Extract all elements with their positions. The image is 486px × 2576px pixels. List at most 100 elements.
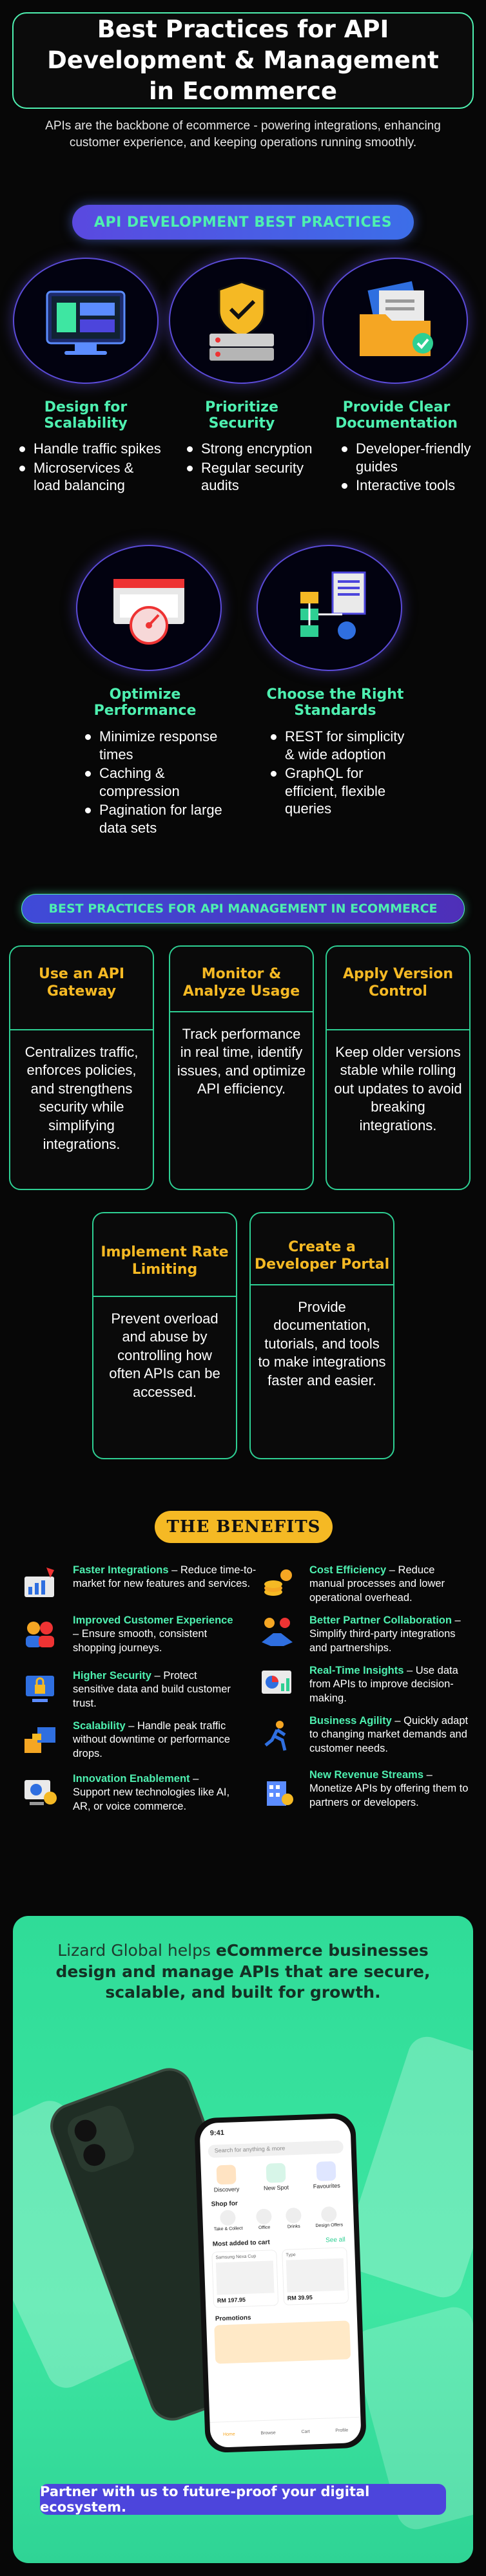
dev-item-bullets: Handle traffic spikes Microservices & lo… xyxy=(18,440,161,496)
phone-chip[interactable]: Design Offers xyxy=(315,2206,343,2228)
standards-flow-icon xyxy=(257,545,402,671)
phone-nav-item[interactable]: Cart xyxy=(301,2429,310,2435)
card-divider xyxy=(327,1028,469,1030)
benefit-text: – Support new technologies like AI, AR, … xyxy=(73,1773,230,1812)
mgmt-card-body: Centralizes traffic, enforces policies, … xyxy=(24,1043,139,1152)
bullet: GraphQL for efficient, flexible queries xyxy=(269,764,418,818)
agile-runner-icon xyxy=(264,1721,287,1751)
coins-icon xyxy=(264,1569,292,1596)
promo-panel: Lizard Global helps eCommerce businesses… xyxy=(13,1916,473,2563)
benefit-text: – Monetize APIs by offering them to part… xyxy=(309,1769,469,1808)
benefit-item: Scalability – Handle peak traffic withou… xyxy=(73,1719,234,1761)
phone-nav-item[interactable]: Browse xyxy=(260,2430,276,2436)
bullet: REST for simplicity & wide adoption xyxy=(269,728,418,763)
phone-category[interactable]: Discovery xyxy=(213,2164,239,2193)
analytics-icon xyxy=(262,1671,291,1694)
phone-front: 9:41 Search for anything & more Discover… xyxy=(194,2112,367,2454)
card-divider xyxy=(251,1283,393,1285)
mgmt-card-title: Use an API Gateway xyxy=(38,966,125,999)
page-title: Best Practices for API Development & Man… xyxy=(47,15,439,106)
phone-product[interactable]: Samsung Nexa Cup RM 197.95 xyxy=(211,2249,279,2308)
mgmt-section-heading: BEST PRACTICES FOR API MANAGEMENT IN ECO… xyxy=(21,894,465,923)
phone-chip[interactable]: Office xyxy=(256,2208,272,2230)
title-banner: Best Practices for API Development & Man… xyxy=(12,12,474,109)
bullet: Regular security audits xyxy=(186,459,321,495)
dev-item-title: Provide Clear Documentation xyxy=(335,399,458,432)
phone-chip[interactable]: Take & Collect xyxy=(213,2210,243,2232)
benefit-title: Higher Security xyxy=(73,1670,151,1681)
folder-docs-icon xyxy=(322,258,468,384)
revenue-building-icon xyxy=(267,1781,293,1806)
mgmt-card-title: Monitor & Analyze Usage xyxy=(182,966,300,999)
benefit-title: Cost Efficiency xyxy=(309,1564,387,1576)
benefits-heading: THE BENEFITS xyxy=(155,1511,333,1543)
cta-label: Partner with us to future-proof your dig… xyxy=(40,2484,370,2515)
handshake-icon xyxy=(262,1618,293,1646)
benefit-text: – Ensure smooth, consistent shopping jou… xyxy=(73,1628,208,1654)
bullet: Minimize response times xyxy=(84,728,235,763)
mgmt-card-body: Track performance in real time, identify… xyxy=(177,1025,306,1097)
phone-nav-item[interactable]: Home xyxy=(222,2432,235,2438)
benefit-item: New Revenue Streams – Monetize APIs by o… xyxy=(309,1768,471,1810)
dev-heading-label: API DEVELOPMENT BEST PRACTICES xyxy=(93,214,393,231)
scale-blocks-icon xyxy=(24,1727,55,1753)
benefit-title: Scalability xyxy=(73,1720,126,1732)
mgmt-card: Apply Version Control Keep older version… xyxy=(326,945,471,1190)
dev-item-title: Prioritize Security xyxy=(205,399,278,432)
shield-server-icon xyxy=(169,258,315,384)
phone-product[interactable]: Type RM 39.95 xyxy=(282,2247,349,2306)
mgmt-card-body: Keep older versions stable while rolling… xyxy=(334,1043,462,1134)
mgmt-card: Monitor & Analyze Usage Track performanc… xyxy=(169,945,314,1190)
benefit-title: Innovation Enablement xyxy=(73,1773,190,1785)
benefit-title: Faster Integrations xyxy=(73,1564,169,1576)
promo-lead-plain: Lizard Global helps xyxy=(57,1941,216,1960)
monitor-scale-icon xyxy=(13,258,159,384)
promo-lead-bold: eCommerce businesses design and manage A… xyxy=(55,1941,431,2002)
dev-item-title: Optimize Performance xyxy=(93,687,197,719)
benefit-text: – Quickly adapt to changing market deman… xyxy=(309,1715,469,1754)
bullet: Pagination for large data sets xyxy=(84,801,235,837)
benefit-item: Higher Security – Protect sensitive data… xyxy=(73,1669,234,1710)
dev-item-title: Design for Scalability xyxy=(44,399,128,432)
rocket-chart-icon xyxy=(24,1567,54,1597)
benefit-item: Real-Time Insights – Use data from APIs … xyxy=(309,1664,471,1705)
dev-item-bullets: REST for simplicity & wide adoption Grap… xyxy=(269,728,418,819)
bullet: Handle traffic spikes xyxy=(18,440,161,458)
benefit-item: Innovation Enablement – Support new tech… xyxy=(73,1772,234,1814)
benefit-item: Cost Efficiency – Reduce manual processe… xyxy=(309,1564,471,1605)
phone-nav-item[interactable]: Profile xyxy=(335,2428,349,2434)
mgmt-card: Create a Developer Portal Provide docume… xyxy=(249,1212,394,1459)
dev-item-bullets: Minimize response times Caching & compre… xyxy=(84,728,235,838)
mgmt-card-body: Prevent overload and abuse by controllin… xyxy=(109,1310,220,1401)
phone-promo-banner[interactable] xyxy=(214,2320,351,2364)
benefit-item: Faster Integrations – Reduce time-to-mar… xyxy=(73,1564,266,1591)
security-lock-icon xyxy=(26,1676,54,1702)
benefit-title: Better Partner Collaboration xyxy=(309,1615,452,1626)
benefit-text: – Simplify third-party integrations and … xyxy=(309,1615,461,1654)
dev-section-heading: API DEVELOPMENT BEST PRACTICES xyxy=(72,205,414,240)
dev-item-bullets: Developer-friendly guides Interactive to… xyxy=(340,440,476,496)
mgmt-card: Implement Rate Limiting Prevent overload… xyxy=(92,1212,237,1459)
benefit-title: New Revenue Streams xyxy=(309,1769,423,1781)
mgmt-card-title: Implement Rate Limiting xyxy=(101,1244,229,1278)
bullet: Strong encryption xyxy=(186,440,321,458)
phone-most-added: Most added to cart xyxy=(212,2239,270,2248)
mgmt-heading-label: BEST PRACTICES FOR API MANAGEMENT IN ECO… xyxy=(48,902,438,916)
phone-chip[interactable]: Drinks xyxy=(285,2207,302,2230)
bullet: Caching & compression xyxy=(84,764,235,800)
phone-see-all[interactable]: See all xyxy=(325,2236,345,2244)
customers-icon xyxy=(26,1622,54,1647)
phone-category[interactable]: New Spot xyxy=(263,2163,289,2192)
partner-cta-button[interactable]: Partner with us to future-proof your dig… xyxy=(40,2484,446,2515)
camera-module xyxy=(63,2101,139,2176)
bullet: Microservices & load balancing xyxy=(18,459,161,495)
phone-category[interactable]: Favourites xyxy=(313,2161,340,2190)
benefit-item: Improved Customer Experience – Ensure sm… xyxy=(73,1614,234,1655)
bullet: Interactive tools xyxy=(340,477,476,495)
benefit-title: Improved Customer Experience xyxy=(73,1615,233,1626)
benefit-text: – Use data from APIs to improve decision… xyxy=(309,1665,458,1704)
dev-item-bullets: Strong encryption Regular security audit… xyxy=(186,440,321,496)
dev-item-title: Choose the Right Standards xyxy=(266,687,404,719)
speed-gauge-icon xyxy=(76,545,222,671)
mgmt-card: Use an API Gateway Centralizes traffic, … xyxy=(9,945,154,1190)
